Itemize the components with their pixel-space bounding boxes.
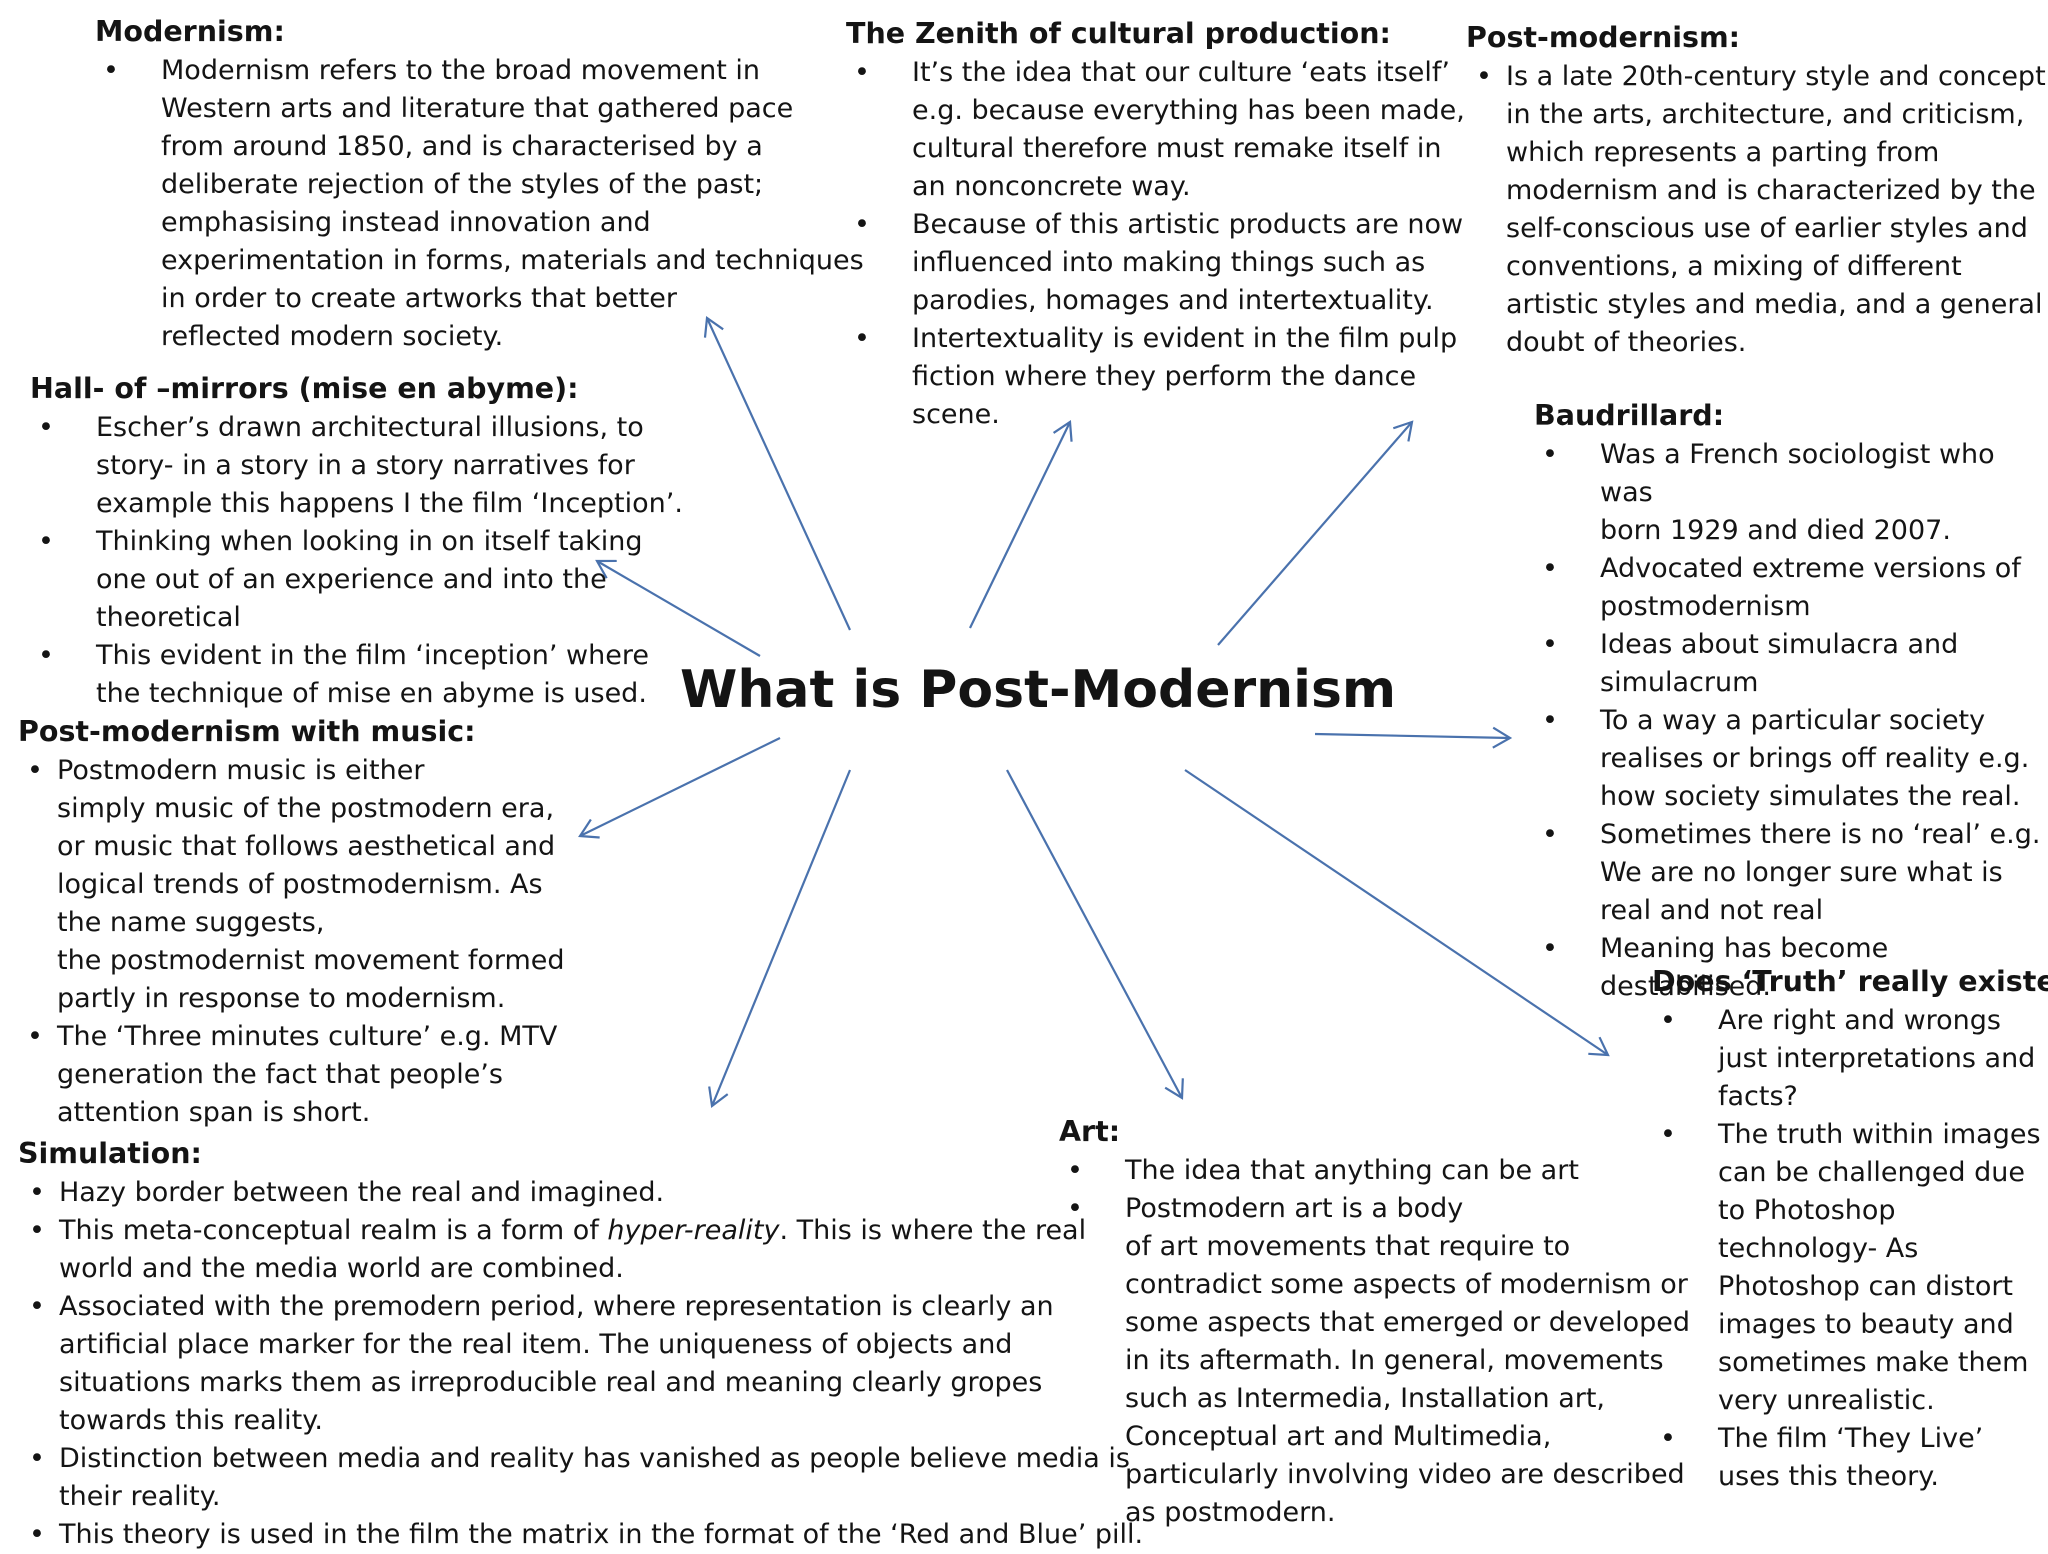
baudrillard-section: Baudrillard: Was a French sociologist wh…	[1534, 396, 2048, 1006]
zenith-section: The Zenith of cultural production: It’s …	[846, 14, 1465, 434]
list-item: This evident in the film ‘inception’ whe…	[38, 637, 683, 713]
list-item: Thinking when looking in on itself takin…	[38, 523, 683, 637]
baudrillard-heading: Baudrillard:	[1534, 399, 1725, 432]
arrow-to-art	[1006, 769, 1184, 1100]
list-item: Intertextuality is evident in the film p…	[854, 320, 1465, 434]
truth-heading: Does ‘Truth’ really existe:	[1652, 965, 2048, 998]
music-section: Post-modernism with music: Postmodern mu…	[18, 712, 565, 1132]
center-title: What is Post-Modernism	[680, 660, 1397, 720]
list-item: The ‘Three minutes culture’ e.g. MTV gen…	[27, 1018, 565, 1132]
post-modernism-section: Post-modernism: Is a late 20th-century s…	[1466, 18, 2046, 362]
zenith-heading: The Zenith of cultural production:	[846, 17, 1391, 50]
hyper-reality-emphasis: hyper-reality	[607, 1215, 780, 1246]
list-item: Because of this artistic products are no…	[854, 206, 1465, 320]
list-item: Are right and wrongs just interpretation…	[1660, 1002, 2048, 1116]
arrow-to-baudrillard	[1314, 726, 1513, 749]
truth-section: Does ‘Truth’ really existe: Are right an…	[1652, 962, 2048, 1496]
art-heading: Art:	[1059, 1115, 1121, 1148]
list-item: Advocated extreme versions of postmodern…	[1542, 550, 2048, 626]
simulation-heading: Simulation:	[18, 1137, 202, 1170]
arrow-to-modernism	[703, 316, 851, 631]
list-item: Postmodern art is a body of art movement…	[1067, 1190, 1690, 1532]
list-item: It’s the idea that our culture ‘eats its…	[854, 54, 1465, 206]
music-heading: Post-modernism with music:	[18, 715, 476, 748]
list-item: This meta-conceptual realm is a form of …	[29, 1212, 1143, 1288]
list-item: The film ‘They Live’ uses this theory.	[1660, 1420, 2048, 1496]
list-item: Ideas about simulacra and simulacrum	[1542, 626, 2048, 702]
list-item: Associated with the premodern period, wh…	[29, 1288, 1143, 1440]
art-section: Art: The idea that anything can be art P…	[1059, 1112, 1690, 1532]
hall-of-mirrors-heading: Hall- of –mirrors (mise en abyme):	[30, 372, 579, 405]
arrow-to-post-modernism	[1217, 420, 1414, 646]
simulation-section: Simulation: Hazy border between the real…	[18, 1134, 1143, 1554]
modernism-section: Modernism: Modernism refers to the broad…	[95, 12, 864, 356]
list-item: To a way a particular society realises o…	[1542, 702, 2048, 816]
arrow-to-music	[578, 737, 781, 839]
hall-of-mirrors-section: Hall- of –mirrors (mise en abyme): Esche…	[30, 369, 683, 713]
list-item: Was a French sociologist who was born 19…	[1542, 436, 2048, 550]
post-modernism-heading: Post-modernism:	[1466, 21, 1741, 54]
list-item: Postmodern music is either simply music …	[27, 752, 565, 1018]
arrow-to-zenith	[969, 420, 1073, 629]
list-item: Meaning has become destabilised.	[1542, 930, 2048, 1006]
list-item: Escher’s drawn architectural illusions, …	[38, 409, 683, 523]
modernism-heading: Modernism:	[95, 15, 285, 48]
arrow-to-truth	[1184, 769, 1610, 1057]
list-item: The truth within images can be challenge…	[1660, 1116, 2048, 1420]
list-item: This theory is used in the film the matr…	[29, 1516, 1143, 1554]
list-item: The idea that anything can be art	[1067, 1152, 1690, 1190]
list-item: Sometimes there is no ‘real’ e.g. We are…	[1542, 816, 2048, 930]
list-item: Is a late 20th-century style and concept…	[1476, 58, 2046, 362]
list-item: Hazy border between the real and imagine…	[29, 1174, 1143, 1212]
arrow-to-simulation	[708, 769, 852, 1109]
list-item: Modernism refers to the broad movement i…	[103, 52, 864, 356]
list-item: Distinction between media and reality ha…	[29, 1440, 1143, 1516]
